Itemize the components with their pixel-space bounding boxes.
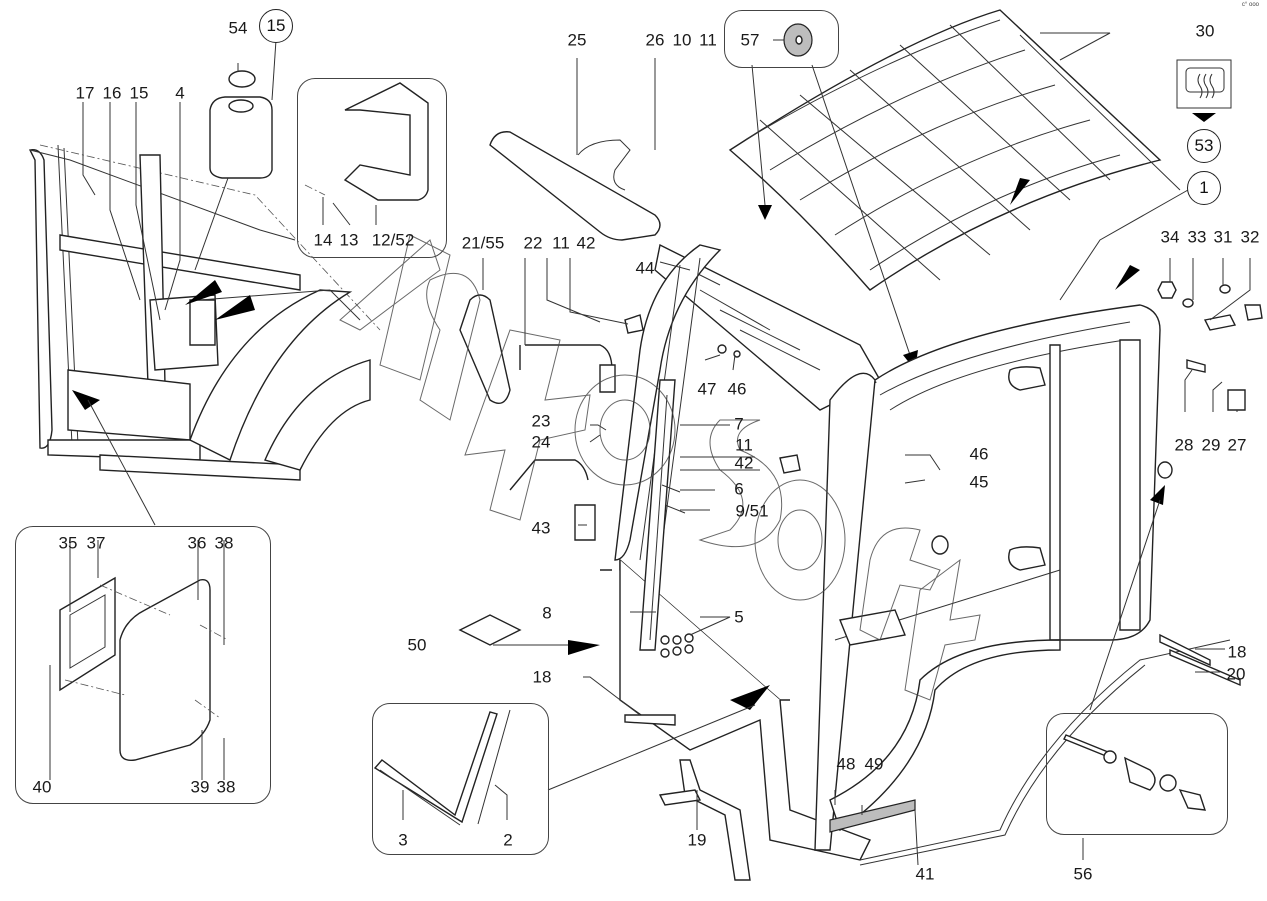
sun-visor-group [489, 58, 661, 241]
cab-frame-group [614, 243, 1241, 866]
roof-grille-group [728, 9, 1189, 301]
damper-group [1063, 734, 1207, 860]
callout-20: 20 [1226, 664, 1246, 684]
callout-12-52: 12/52 [371, 230, 415, 250]
wiper-group [458, 344, 790, 791]
callout-41: 41 [915, 864, 935, 884]
callout-54: 54 [228, 18, 248, 38]
watermark [339, 234, 981, 701]
callout-11-mid: 11 [552, 233, 570, 253]
callout-32: 32 [1240, 227, 1260, 247]
callout-7: 7 [734, 414, 744, 434]
callout-11-low: 11 [735, 435, 753, 455]
callout-1: 1 [1187, 171, 1221, 205]
callout-53: 53 [1187, 129, 1221, 163]
callout-29: 29 [1201, 435, 1221, 455]
callout-4: 4 [175, 83, 185, 103]
callout-14: 14 [313, 230, 333, 250]
callout-30: 30 [1195, 21, 1215, 41]
step-group [583, 676, 751, 881]
callout-38-bot: 38 [216, 777, 236, 797]
callout-56: 56 [1073, 864, 1093, 884]
callout-22: 22 [523, 233, 543, 253]
bumper-inset-frame [724, 10, 839, 68]
callout-5: 5 [734, 607, 744, 627]
defrost-icon [1176, 59, 1232, 122]
damper-inset-frame [1046, 713, 1228, 835]
callout-48: 48 [836, 754, 856, 774]
callout-42-low: 42 [734, 453, 754, 473]
callout-13: 13 [339, 230, 359, 250]
callout-18-left: 18 [532, 667, 552, 687]
callout-31: 31 [1213, 227, 1233, 247]
callout-19: 19 [687, 830, 707, 850]
callout-23: 23 [531, 411, 551, 431]
callout-15-circled: 15 [259, 9, 293, 43]
hardware-group [1157, 258, 1263, 412]
callout-45: 45 [969, 472, 989, 492]
canister-inset-frame [15, 526, 271, 804]
callout-16: 16 [102, 83, 122, 103]
callout-21-55: 21/55 [461, 233, 505, 253]
callout-33: 33 [1187, 227, 1207, 247]
callout-27: 27 [1227, 435, 1247, 455]
callout-49: 49 [864, 754, 884, 774]
cover-bracket-group [304, 82, 429, 226]
corner-mark: c° ooo [1241, 2, 1259, 8]
callout-17: 17 [75, 83, 95, 103]
callout-10: 10 [672, 30, 692, 50]
leader-lines [82, 102, 1225, 866]
callout-18-right: 18 [1227, 642, 1247, 662]
callout-37: 37 [86, 533, 106, 553]
callout-43: 43 [531, 518, 551, 538]
callout-6: 6 [734, 479, 744, 499]
callout-26: 26 [645, 30, 665, 50]
callout-44: 44 [635, 258, 655, 278]
callout-50: 50 [407, 635, 427, 655]
callout-9-51: 9/51 [735, 501, 769, 521]
callout-35: 35 [58, 533, 78, 553]
callout-36: 36 [187, 533, 207, 553]
callout-3: 3 [398, 830, 408, 850]
callout-34: 34 [1160, 227, 1180, 247]
callout-40: 40 [32, 777, 52, 797]
callout-28: 28 [1174, 435, 1194, 455]
callout-46-a: 46 [727, 379, 747, 399]
callout-47: 47 [697, 379, 717, 399]
reservoir-group [194, 39, 277, 271]
callout-57: 57 [740, 30, 760, 50]
callout-8: 8 [542, 603, 552, 623]
callout-15: 15 [129, 83, 149, 103]
callout-11-top: 11 [699, 30, 717, 50]
canister-group [49, 540, 229, 780]
callout-46-b: 46 [969, 444, 989, 464]
callout-25: 25 [567, 30, 587, 50]
callout-42-mid: 42 [576, 233, 596, 253]
callout-24: 24 [531, 432, 551, 452]
left-cab-view [28, 144, 381, 526]
cover-inset-frame [297, 78, 447, 258]
washers [660, 633, 694, 658]
seal-inset-frame [372, 703, 549, 855]
callout-39: 39 [190, 777, 210, 797]
seal-detail-group [373, 709, 511, 826]
callout-38-top: 38 [214, 533, 234, 553]
callout-2: 2 [503, 830, 513, 850]
